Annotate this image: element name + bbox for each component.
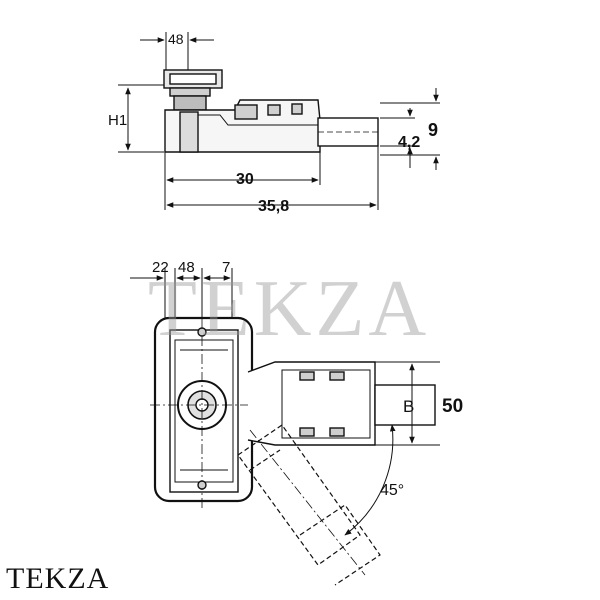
dim-4-8-top: 48 bbox=[168, 31, 184, 47]
side-view bbox=[163, 69, 379, 153]
dim-4-2: 4,2 bbox=[398, 134, 420, 151]
dim-50: 50 bbox=[442, 396, 463, 417]
dim-7: 7 bbox=[222, 259, 230, 276]
brand-logo-text: TEKZA bbox=[6, 562, 110, 595]
dim-9: 9 bbox=[428, 120, 438, 140]
top-view-dimensions bbox=[130, 268, 440, 536]
top-view bbox=[150, 300, 436, 586]
dim-h1: H1 bbox=[108, 112, 127, 129]
dim-b: B bbox=[403, 397, 414, 416]
dim-30: 30 bbox=[236, 171, 254, 188]
dim-angle-45: 45° bbox=[380, 482, 404, 499]
dim-2-2: 22 bbox=[152, 259, 169, 276]
watermark-text: TEKZA bbox=[148, 265, 430, 353]
dim-35-8: 35,8 bbox=[258, 198, 289, 215]
dim-4-8-bottom: 48 bbox=[178, 259, 195, 276]
side-view-dimensions bbox=[118, 32, 440, 210]
